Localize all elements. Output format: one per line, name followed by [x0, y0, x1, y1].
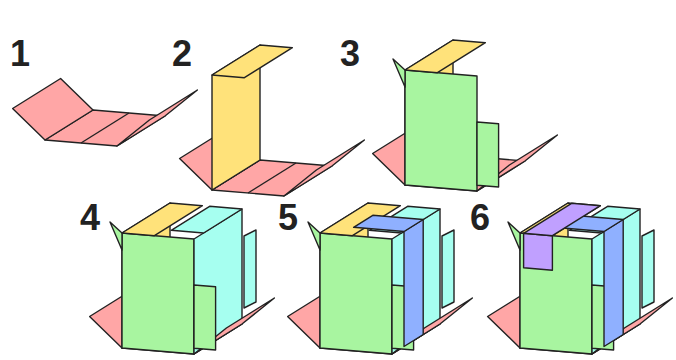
step-figure	[488, 203, 673, 354]
paper-face	[405, 40, 485, 73]
paper-face	[554, 215, 624, 346]
paper-face	[110, 222, 194, 354]
step-figure	[373, 40, 558, 191]
step-figure	[180, 45, 365, 196]
paper-face	[284, 140, 364, 196]
paper-face	[524, 203, 601, 270]
step-figure	[288, 203, 473, 354]
paper-face	[212, 45, 292, 78]
paper-face	[308, 222, 392, 354]
step-number: 2	[172, 36, 192, 72]
paper-face	[393, 59, 477, 191]
step-number: 6	[470, 200, 490, 236]
paper-face	[122, 203, 202, 236]
paper-face	[354, 215, 424, 346]
paper-face	[477, 122, 499, 187]
step-number: 3	[340, 36, 360, 72]
paper-face	[117, 90, 197, 146]
step-number: 5	[278, 200, 298, 236]
step-figure	[90, 203, 275, 354]
paper-face	[13, 79, 165, 147]
step-number: 1	[10, 36, 30, 72]
paper-face	[194, 285, 216, 350]
step-figure	[13, 79, 198, 147]
step-number: 4	[80, 200, 100, 236]
